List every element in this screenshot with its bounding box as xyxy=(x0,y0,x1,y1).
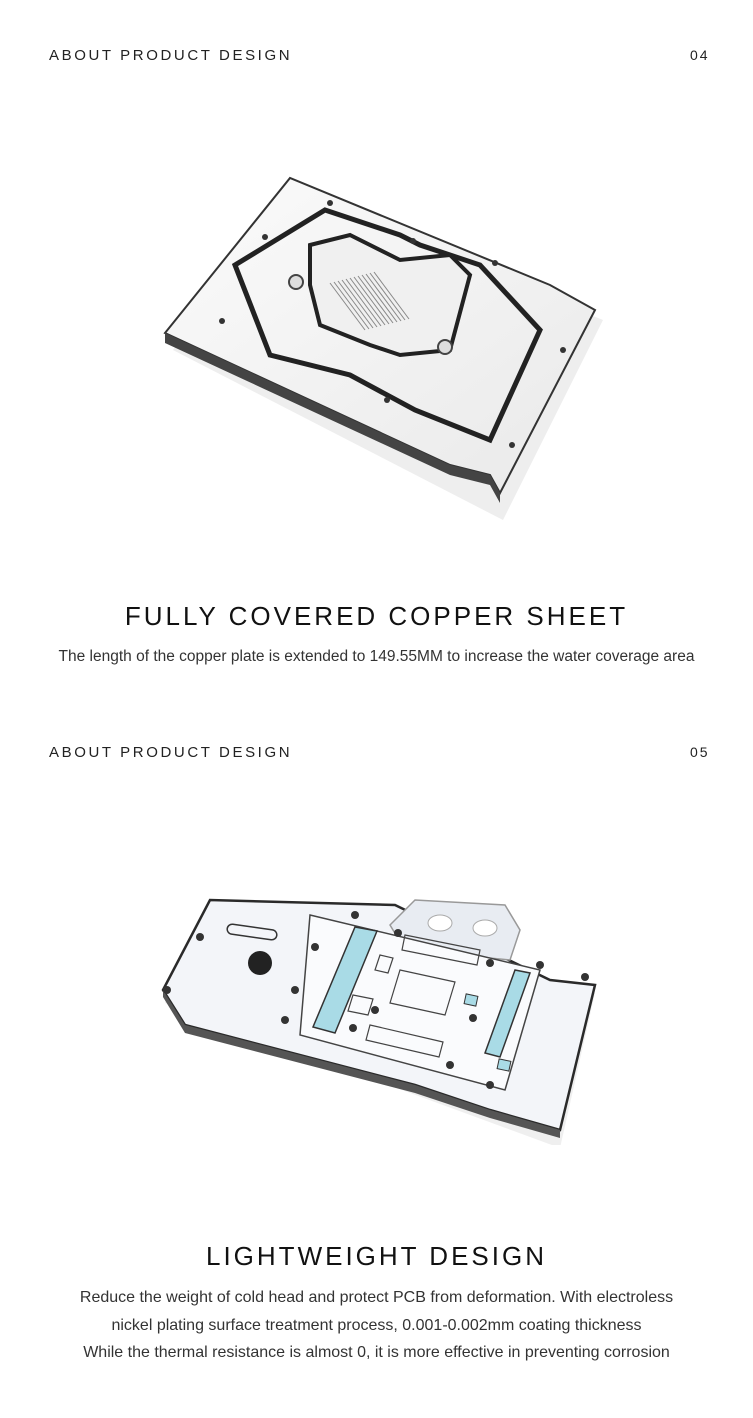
description-line-2: nickel plating surface treatment process… xyxy=(111,1316,642,1334)
section-2-description: Reduce the weight of cold head and prote… xyxy=(0,1284,753,1367)
section-1-heading: FULLY COVERED COPPER SHEET xyxy=(124,601,629,631)
copper-sheet-product-image xyxy=(163,176,603,520)
section-1-description: The length of the copper plate is extend… xyxy=(58,648,695,665)
thermal-pad-left xyxy=(311,926,379,1034)
copper-fins xyxy=(329,271,410,331)
section-2-number: 05 xyxy=(690,744,710,760)
section-2-label: ABOUT PRODUCT DESIGN xyxy=(49,744,293,761)
section-1-number: 04 xyxy=(690,47,710,63)
description-line-1: Reduce the weight of cold head and prote… xyxy=(79,1289,674,1306)
description-line-3: While the thermal resistance is almost 0… xyxy=(83,1344,670,1361)
thermal-pad-right xyxy=(484,969,531,1058)
water-channel xyxy=(231,207,543,444)
section-1-label: ABOUT PRODUCT DESIGN xyxy=(49,47,293,64)
section-2-heading: LIGHTWEIGHT DESIGN xyxy=(206,1241,547,1271)
backplate-product-image xyxy=(161,898,597,1145)
